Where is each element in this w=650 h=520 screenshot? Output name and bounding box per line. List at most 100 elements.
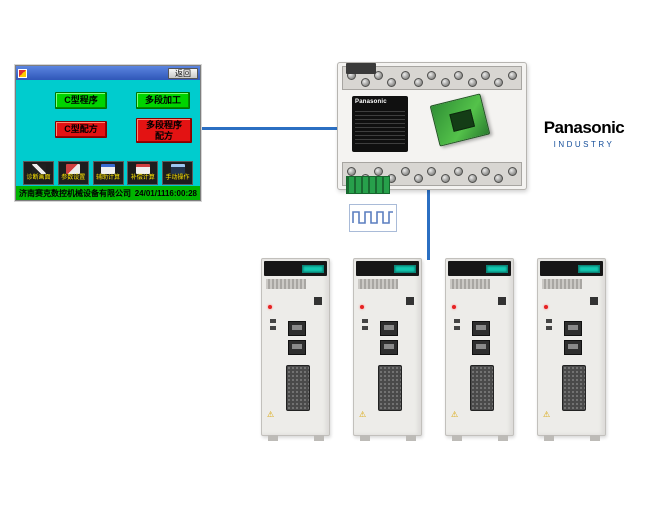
- screw-terminal: [400, 166, 410, 176]
- servo-qr-label: [406, 297, 414, 305]
- plc-expansion-connector: [346, 63, 376, 74]
- connection-line-hmi-plc: [201, 127, 337, 130]
- hmi-tool-compensation-calculation[interactable]: 补偿计算: [127, 161, 159, 185]
- servo-ethernet-port-2: [288, 340, 306, 355]
- diagnostic-tools-icon: [31, 164, 46, 174]
- wrench-icon: [66, 164, 81, 174]
- panasonic-logo-text: Panasonic: [543, 118, 625, 137]
- warning-icon: ⚠: [359, 410, 367, 419]
- square-wave-icon: [352, 211, 393, 224]
- servo-mounting-feet: [544, 435, 554, 441]
- hmi-tool-label: 辅助计算: [95, 175, 120, 181]
- warning-icon: ⚠: [543, 410, 551, 419]
- hmi-button-multi-recipe[interactable]: 多段程序配方: [136, 118, 192, 143]
- servo-status-led: [452, 305, 456, 309]
- plc-brand-text: Panasonic: [355, 99, 387, 105]
- hmi-tool-aux-calculation[interactable]: 辅助计算: [92, 161, 124, 185]
- servo-front-panel: [448, 261, 511, 276]
- hmi-tool-manual-operation[interactable]: 手动操作: [162, 161, 193, 185]
- screw-terminal: [494, 77, 504, 87]
- hmi-back-button[interactable]: 返回: [168, 67, 198, 79]
- servo-qr-label: [590, 297, 598, 305]
- calculator-icon: [135, 164, 150, 174]
- servo-mounting-feet: [360, 435, 370, 441]
- servo-front-panel: [264, 261, 327, 276]
- screw-terminal: [440, 173, 450, 183]
- connection-line-plc-servo: [427, 190, 430, 260]
- servo-qr-label: [498, 297, 506, 305]
- servo-usb-port: [454, 319, 460, 323]
- hmi-screen: C型程序 多段加工 C型配方 多段程序配方 诊断画面 参数设置 辅助计算: [16, 80, 200, 200]
- servo-led-display: [302, 264, 324, 273]
- servo-status-led: [268, 305, 272, 309]
- screw-terminal: [454, 70, 464, 80]
- servo-ethernet-port-1: [564, 321, 582, 336]
- hmi-button-c-recipe[interactable]: C型配方: [55, 121, 107, 138]
- servo-ethernet-port-1: [288, 321, 306, 336]
- servo-heatsink: [266, 279, 306, 289]
- screw-terminal: [454, 166, 464, 176]
- calculator-icon: [101, 164, 115, 174]
- servo-front-panel: [540, 261, 603, 276]
- screw-terminal: [467, 173, 477, 183]
- servo-usb-port: [362, 319, 368, 323]
- hmi-toolbar: 诊断画面 参数设置 辅助计算 补偿计算 手动操作: [16, 161, 200, 186]
- servo-ethernet-port-2: [380, 340, 398, 355]
- hmi-tool-label: 参数设置: [61, 175, 86, 181]
- screw-terminal: [360, 77, 370, 87]
- hmi-button-c-program[interactable]: C型程序: [55, 92, 107, 109]
- screw-terminal: [414, 77, 424, 87]
- screw-terminal: [427, 166, 437, 176]
- servo-drive-3: ⚠: [445, 258, 514, 441]
- servo-status-led: [544, 305, 548, 309]
- servo-status-led: [360, 305, 364, 309]
- servo-mounting-feet: [452, 435, 462, 441]
- hmi-status-bar: 济南赛克数控机械设备有限公司 24/01/1116:00:28: [16, 186, 200, 200]
- screw-terminal: [507, 166, 517, 176]
- servo-qr-label: [314, 297, 322, 305]
- screw-terminal: [387, 77, 397, 87]
- servo-front-panel: [356, 261, 419, 276]
- servo-heatsink: [358, 279, 398, 289]
- plc-indicator-rows: [355, 108, 405, 146]
- plc-label-panel: Panasonic: [352, 96, 408, 152]
- hmi-tool-label: 手动操作: [165, 175, 190, 181]
- servo-ethernet-port-1: [380, 321, 398, 336]
- hmi-panel: 返回 C型程序 多段加工 C型配方 多段程序配方 诊断画面 参数设置 辅助计算: [15, 65, 201, 201]
- hmi-company-name: 济南赛克数控机械设备有限公司: [19, 188, 131, 198]
- servo-led-display: [578, 264, 600, 273]
- screw-terminal: [480, 166, 490, 176]
- screw-terminal: [400, 70, 410, 80]
- screw-terminal: [507, 70, 517, 80]
- servo-ethernet-port-1: [472, 321, 490, 336]
- screw-terminal: [480, 70, 490, 80]
- panasonic-logo: Panasonic INDUSTRY: [536, 118, 632, 149]
- hmi-app-icon: [18, 68, 27, 78]
- servo-io-connector: [470, 365, 494, 411]
- hmi-button-multi-segment[interactable]: 多段加工: [136, 92, 190, 109]
- servo-io-connector: [378, 365, 402, 411]
- servo-usb-port: [270, 319, 276, 323]
- hmi-tool-parameter-settings[interactable]: 参数设置: [57, 161, 89, 185]
- servo-heatsink: [542, 279, 582, 289]
- servo-ethernet-port-2: [472, 340, 490, 355]
- plc-terminal-strip-top: [342, 66, 522, 90]
- hmi-tool-label: 诊断画面: [26, 175, 51, 181]
- servo-led-display: [486, 264, 508, 273]
- screw-terminal: [373, 70, 383, 80]
- screw-terminal: [494, 173, 504, 183]
- servo-io-connector: [286, 365, 310, 411]
- servo-mounting-feet: [268, 435, 278, 441]
- plc-circuit-board: [429, 93, 491, 147]
- plc-green-terminal-block: [346, 176, 390, 194]
- screw-terminal: [414, 173, 424, 183]
- screw-terminal: [440, 77, 450, 87]
- panasonic-industry-text: INDUSTRY: [553, 140, 615, 149]
- hmi-tool-diagnostic[interactable]: 诊断画面: [23, 161, 54, 185]
- servo-drive-1: ⚠: [261, 258, 330, 441]
- screw-terminal: [373, 166, 383, 176]
- servo-drive-4: ⚠: [537, 258, 606, 441]
- servo-led-display: [394, 264, 416, 273]
- plc-unit: Panasonic: [337, 62, 527, 194]
- screw-terminal: [427, 70, 437, 80]
